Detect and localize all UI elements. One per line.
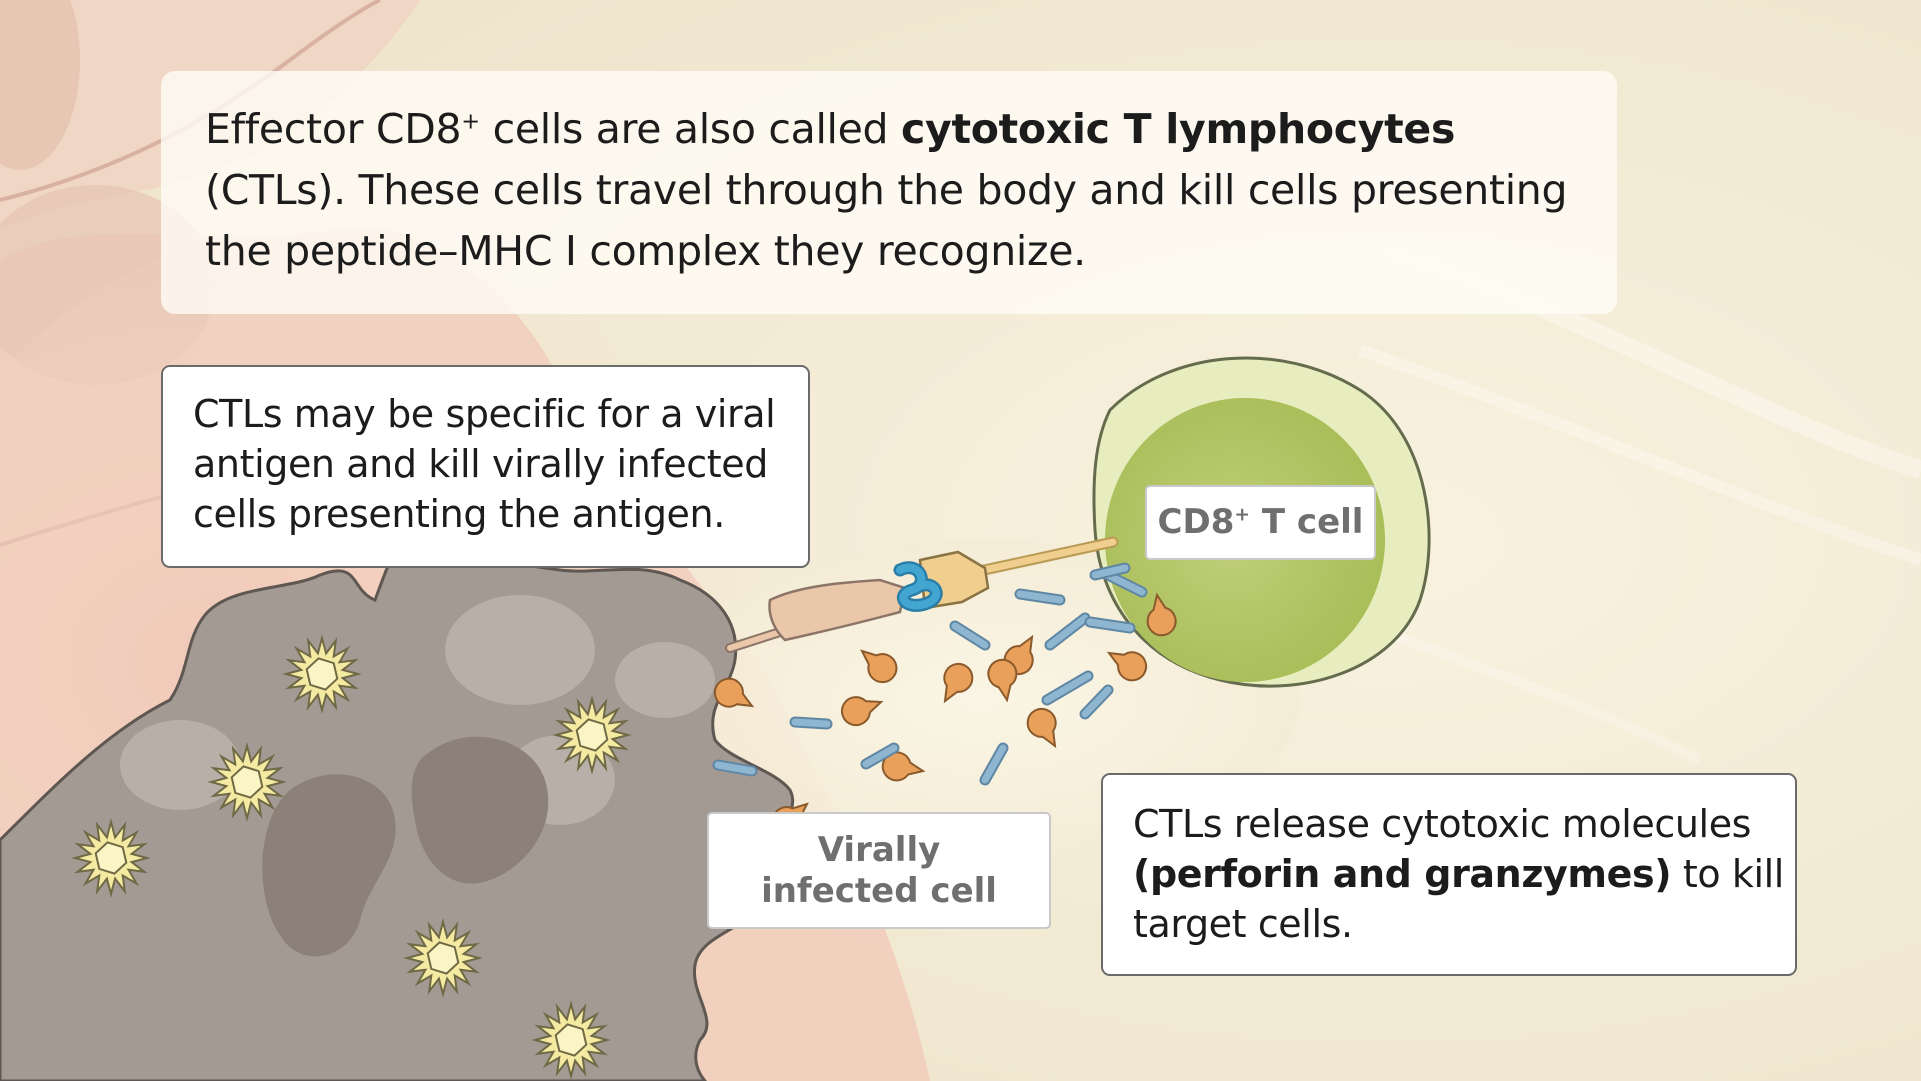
virus-icon — [403, 918, 483, 998]
intro-text-sup: + — [461, 108, 480, 135]
granzyme-icon — [1086, 618, 1134, 632]
infected-cell-fold-2 — [615, 642, 715, 718]
virus-icon — [71, 818, 151, 898]
perforin-icon — [840, 696, 884, 727]
cd8-label-main: CD8 — [1157, 502, 1235, 542]
perforin-icon — [1146, 592, 1177, 637]
background-organelle-2 — [0, 0, 80, 170]
granzyme-icon — [1046, 614, 1089, 649]
infected-cell-nucleus-1 — [262, 774, 396, 957]
specificity-callout: CTLs may be specific for a viral antigen… — [161, 365, 810, 568]
intro-text-part1: Effector CD8 — [205, 105, 462, 153]
release-line-2-rest: to kill — [1671, 852, 1785, 896]
granzyme-icon — [1091, 564, 1129, 579]
perforin-icon — [881, 751, 926, 782]
intro-text-part3: (CTLs). These cells travel through the b… — [205, 166, 1568, 275]
perforin-icon — [1026, 707, 1057, 749]
release-line-2: (perforin and granzymes) to kill — [1133, 849, 1795, 899]
intro-text-bold: cytotoxic T lymphocytes — [901, 105, 1456, 153]
granzyme-icon — [1016, 590, 1064, 604]
specificity-line-1: CTLs may be specific for a viral — [193, 392, 776, 436]
peptide-icon-inner — [896, 563, 941, 610]
perforin-icon — [943, 662, 974, 704]
infected-label-line-2: infected cell — [761, 871, 997, 911]
perforin-icon — [860, 649, 898, 684]
specificity-line-2: antigen and kill virally infected — [193, 442, 768, 486]
virus-icon — [552, 695, 632, 775]
mhc-molecule — [768, 578, 907, 642]
release-callout: CTLs release cytotoxic molecules (perfor… — [1101, 773, 1797, 976]
cd8-label-rest: T cell — [1250, 502, 1364, 542]
perforin-icon — [713, 677, 755, 708]
perforin-icon — [987, 658, 1018, 703]
granzyme-icon — [714, 761, 756, 775]
granzyme-icon — [1104, 571, 1146, 596]
infected-cell-fold-3 — [120, 720, 240, 810]
granzyme-icon — [791, 718, 831, 728]
granzyme-icon — [1081, 686, 1112, 718]
infected-cell-label: Virally infected cell — [707, 812, 1051, 929]
virus-icon — [207, 742, 287, 822]
granzyme-icon — [862, 744, 898, 768]
granzyme-icon — [981, 744, 1007, 784]
release-line-1: CTLs release cytotoxic molecules — [1133, 802, 1752, 846]
granzyme-icon — [1043, 672, 1092, 704]
virus-group — [71, 634, 632, 1080]
infected-cell-nucleus-2 — [411, 736, 549, 884]
release-line-3: target cells. — [1133, 902, 1353, 946]
infected-cell-fold-1 — [445, 595, 595, 705]
intro-text-part2: cells are also called — [479, 105, 902, 153]
background-streak-2 — [1358, 344, 1921, 566]
granzyme-icon — [951, 622, 989, 649]
cd8-label-sup: + — [1234, 504, 1251, 526]
infected-label-line-1: Virally — [817, 830, 941, 870]
tcr-stalk-fill — [971, 538, 1117, 576]
release-bold: (perforin and granzymes) — [1133, 852, 1672, 896]
specificity-line-3: cells presenting the antigen. — [193, 492, 725, 536]
virus-icon — [531, 1000, 611, 1080]
mhc-stalk-fill — [727, 629, 783, 651]
virus-icon — [282, 634, 362, 714]
perforin-icon — [1106, 651, 1148, 682]
cd8-t-cell-label: CD8+ T cell — [1145, 485, 1376, 560]
intro-text-panel: Effector CD8+ cells are also called cyto… — [161, 71, 1617, 314]
